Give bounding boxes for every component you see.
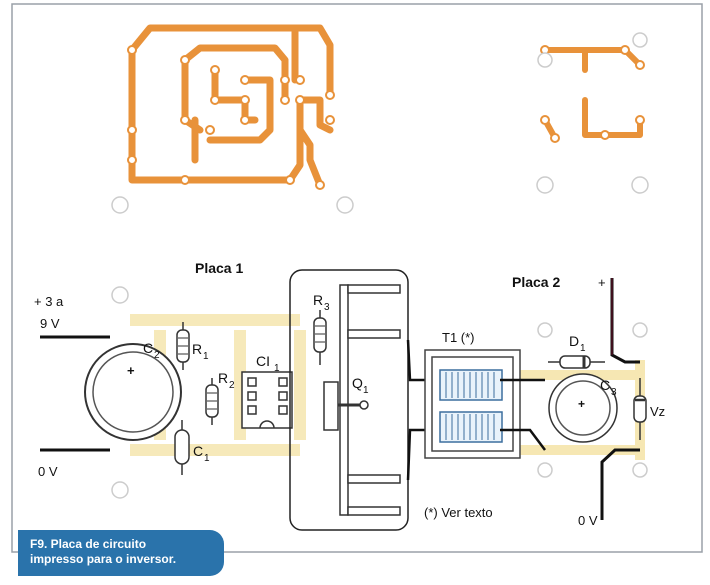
label-vz: Vz bbox=[650, 404, 665, 419]
caption-line-1: F9. Placa de circuito bbox=[30, 537, 147, 551]
output-lead-positive bbox=[610, 278, 640, 364]
label-r3: R bbox=[313, 292, 323, 308]
label-c2-sub: 2 bbox=[154, 350, 160, 361]
label-r2: R bbox=[218, 370, 228, 386]
copper-pads-placa2 bbox=[540, 45, 645, 143]
label-d1: D bbox=[569, 333, 579, 349]
caption-line-2: impresso para o inversor. bbox=[30, 552, 177, 566]
copper-layout-placa1 bbox=[128, 24, 334, 189]
label-placa2: Placa 2 bbox=[512, 274, 560, 290]
label-plus-right: + bbox=[598, 275, 606, 290]
label-d1-sub: 1 bbox=[580, 343, 586, 354]
label-q1: Q bbox=[352, 375, 363, 391]
label-zero-right: 0 V bbox=[578, 513, 598, 528]
label-r3-sub: 3 bbox=[324, 302, 330, 313]
label-q1-sub: 1 bbox=[363, 385, 369, 396]
mounting-holes-bottom bbox=[111, 286, 648, 499]
label-t1: T1 (*) bbox=[442, 330, 475, 345]
label-r1: R bbox=[192, 341, 202, 357]
label-ci1: CI bbox=[256, 353, 270, 369]
wire-secondary-bottom bbox=[500, 428, 546, 451]
label-c2: C bbox=[143, 340, 153, 356]
label-supply-top-2: 9 V bbox=[40, 316, 60, 331]
label-ci1-sub: 1 bbox=[274, 363, 280, 374]
resistor-r1 bbox=[176, 322, 190, 370]
label-ver-texto: (*) Ver texto bbox=[424, 505, 493, 520]
mounting-holes-top bbox=[111, 32, 649, 214]
outer-border bbox=[11, 3, 703, 553]
output-lead-ground bbox=[600, 448, 640, 520]
capacitor-c2 bbox=[84, 343, 182, 441]
label-r2-sub: 2 bbox=[229, 380, 235, 391]
label-c1-sub: 1 bbox=[204, 453, 210, 464]
copper-layout-placa2 bbox=[542, 47, 643, 141]
label-supply-top-1: + 3 a bbox=[34, 294, 64, 309]
plus-sign-c2: + bbox=[127, 363, 135, 378]
zener-vz bbox=[633, 378, 647, 440]
label-placa1: Placa 1 bbox=[195, 260, 243, 276]
ic-ci1 bbox=[241, 371, 293, 429]
diode-d1 bbox=[548, 355, 605, 369]
label-r1-sub: 1 bbox=[203, 351, 209, 362]
capacitor-c3 bbox=[548, 373, 618, 443]
figure-caption: F9. Placa de circuito impresso para o in… bbox=[18, 530, 224, 576]
resistor-r3 bbox=[313, 310, 327, 365]
label-supply-bottom: 0 V bbox=[38, 464, 58, 479]
resistor-r2 bbox=[205, 378, 219, 425]
transistor-q1 bbox=[323, 381, 369, 431]
transformer-t1 bbox=[424, 349, 521, 459]
label-c3: C bbox=[600, 377, 610, 393]
q1-board-outline bbox=[289, 269, 409, 531]
heatsink bbox=[339, 284, 401, 516]
plus-sign-c3: + bbox=[578, 397, 585, 411]
copper-pads-placa1 bbox=[127, 45, 335, 190]
label-c1: C bbox=[193, 443, 203, 459]
label-c3-sub: 3 bbox=[611, 387, 617, 398]
transformer-windings bbox=[445, 372, 495, 440]
capacitor-c1 bbox=[174, 420, 190, 475]
